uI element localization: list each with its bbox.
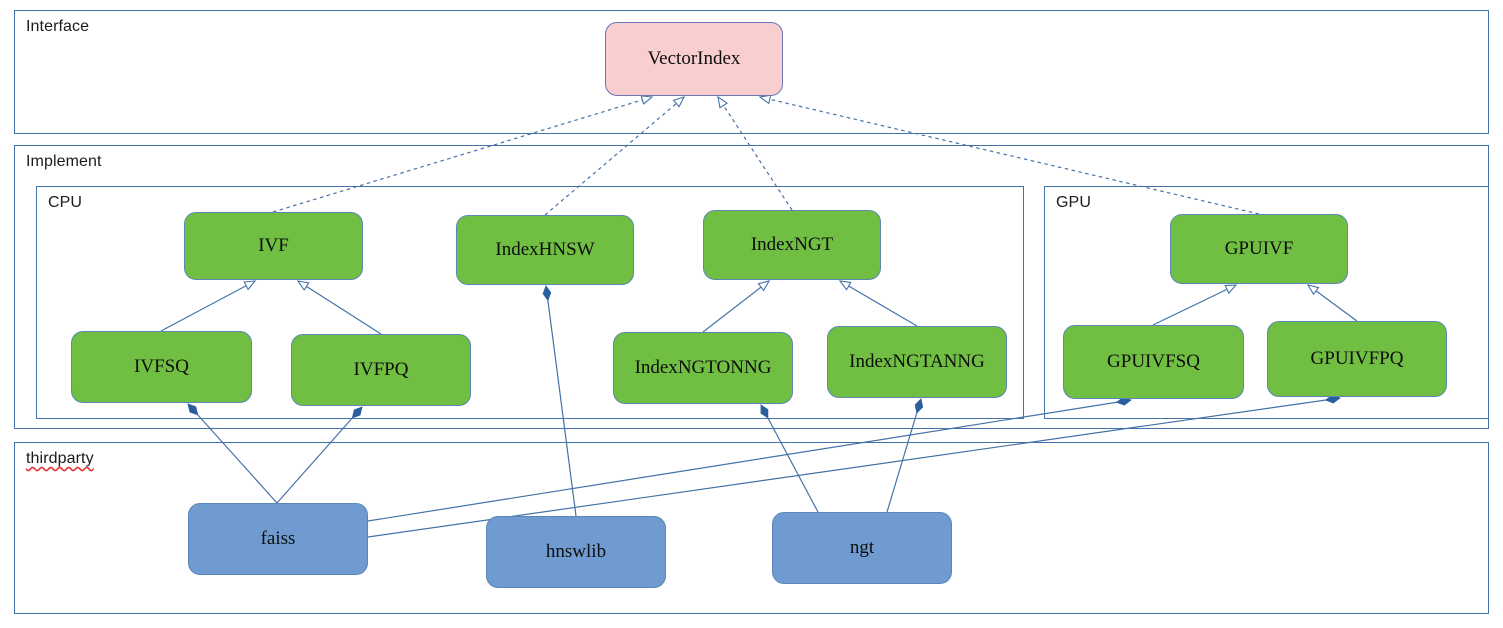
- class-node-indexngt[interactable]: IndexNGT: [703, 210, 881, 280]
- container-label-thirdparty: thirdparty: [26, 450, 94, 467]
- container-frame-interface: [14, 10, 1489, 134]
- class-node-gpuivf[interactable]: GPUIVF: [1170, 214, 1348, 284]
- class-node-label: faiss: [260, 527, 296, 549]
- class-node-gpuivfpq[interactable]: GPUIVFPQ: [1267, 321, 1447, 397]
- class-node-label: ngt: [849, 536, 875, 558]
- container-frame-gpu: [1044, 186, 1489, 419]
- class-node-faiss[interactable]: faiss: [188, 503, 368, 575]
- container-frame-cpu: [36, 186, 1024, 419]
- class-node-label: IndexNGTONNG: [634, 356, 772, 378]
- container-label-cpu: CPU: [48, 194, 83, 211]
- class-node-label: GPUIVFSQ: [1107, 350, 1200, 372]
- container-label-implement: Implement: [26, 153, 102, 170]
- class-node-ivfpq[interactable]: IVFPQ: [291, 334, 471, 406]
- class-node-indexngtonng[interactable]: IndexNGTONNG: [613, 332, 793, 404]
- class-node-ivfsq[interactable]: IVFSQ: [71, 331, 252, 403]
- class-node-label: IVFPQ: [353, 358, 409, 380]
- class-node-ngt[interactable]: ngt: [772, 512, 952, 584]
- class-node-label: IndexHNSW: [495, 238, 595, 260]
- class-node-label: hnswlib: [545, 540, 607, 562]
- class-node-vectorindex[interactable]: VectorIndex: [605, 22, 783, 96]
- class-node-ivf[interactable]: IVF: [184, 212, 363, 280]
- class-node-label: IVFSQ: [134, 355, 189, 377]
- class-node-label: IndexNGTANNG: [849, 350, 985, 372]
- class-node-indexngtanng[interactable]: IndexNGTANNG: [827, 326, 1007, 398]
- class-node-indexhnsw[interactable]: IndexHNSW: [456, 215, 634, 285]
- container-label-interface: Interface: [26, 18, 90, 35]
- class-node-label: GPUIVF: [1224, 237, 1294, 259]
- class-node-label: IVF: [258, 234, 289, 256]
- class-node-hnswlib[interactable]: hnswlib: [486, 516, 666, 588]
- class-node-gpuivfsq[interactable]: GPUIVFSQ: [1063, 325, 1244, 399]
- container-frame-thirdparty: [14, 442, 1489, 614]
- container-label-gpu: GPU: [1056, 194, 1091, 211]
- class-node-label: VectorIndex: [647, 47, 741, 69]
- class-node-label: GPUIVFPQ: [1310, 347, 1404, 369]
- class-node-label: IndexNGT: [750, 233, 834, 255]
